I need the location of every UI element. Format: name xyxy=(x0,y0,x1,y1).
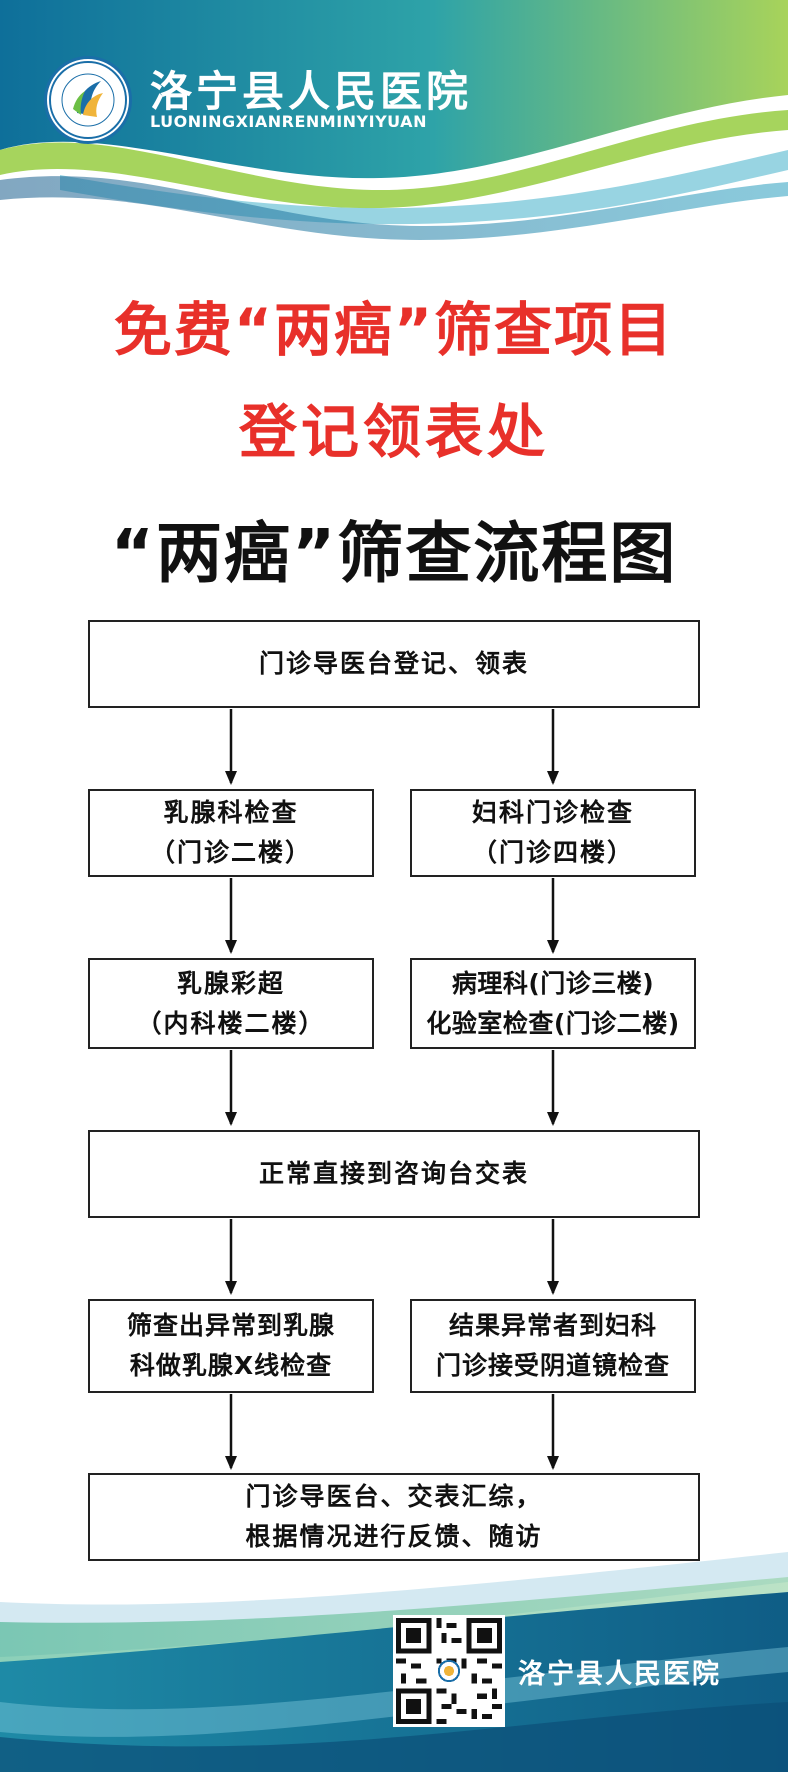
step-mammography-box: 筛查出异常到乳腺 科做乳腺X线检查 xyxy=(88,1299,374,1393)
step-mammography-line1: 筛查出异常到乳腺 xyxy=(126,1311,335,1340)
header-background xyxy=(0,0,788,240)
hospital-pinyin: LUONINGXIANRENMINYIYUAN xyxy=(150,112,427,131)
arrow-head xyxy=(225,771,237,785)
hospital-name: 洛宁县人民医院 xyxy=(150,67,473,116)
footer-hospital-name: 洛宁县人民医院 xyxy=(518,1659,721,1690)
main-title-line1: 免费“两癌”筛查项目 xyxy=(113,296,675,364)
step-gyn-exam-box: 妇科门诊检查 （门诊四楼） xyxy=(410,789,696,877)
step-followup-line1: 门诊导医台、交表汇综， xyxy=(245,1482,543,1511)
step-breast-exam-line2: （门诊二楼） xyxy=(149,838,312,867)
hospital-logo-icon xyxy=(44,56,132,144)
step-pathology-line2: 化验室检查(门诊二楼) xyxy=(426,1008,680,1038)
arrow-head xyxy=(547,940,559,954)
step-pathology-box: 病理科(门诊三楼) 化验室检查(门诊二楼) xyxy=(410,958,696,1049)
step-breast-exam-box: 乳腺科检查 （门诊二楼） xyxy=(88,789,374,877)
step-submit-form-text: 正常直接到咨询台交表 xyxy=(258,1159,529,1188)
main-title-line2: 登记领表处 xyxy=(238,398,549,466)
step-gyn-exam-line1: 妇科门诊检查 xyxy=(471,798,634,827)
arrow-head xyxy=(547,771,559,785)
arrow-head xyxy=(225,1456,237,1470)
step-colposcopy-box: 结果异常者到妇科 门诊接受阴道镜检查 xyxy=(410,1299,696,1393)
step-colposcopy-line2: 门诊接受阴道镜检查 xyxy=(435,1351,670,1380)
step-breast-ultrasound-line2: （内科楼二楼） xyxy=(136,1008,326,1038)
step-breast-ultrasound-box: 乳腺彩超 （内科楼二楼） xyxy=(88,958,374,1049)
step-followup-line2: 根据情况进行反馈、随访 xyxy=(245,1522,543,1551)
arrow-head xyxy=(225,1112,237,1126)
step-pathology-line1: 病理科(门诊三楼) xyxy=(451,968,655,998)
arrow-head xyxy=(225,1281,237,1295)
arrow-head xyxy=(547,1456,559,1470)
step-followup-box: 门诊导医台、交表汇综， 根据情况进行反馈、随访 xyxy=(88,1473,700,1561)
arrow-head xyxy=(547,1281,559,1295)
flowchart-title: “两癌”筛查流程图 xyxy=(110,515,678,592)
step-gyn-exam-line2: （门诊四楼） xyxy=(471,838,634,867)
step-register-box: 门诊导医台登记、领表 xyxy=(88,620,700,708)
arrow-head xyxy=(225,940,237,954)
step-mammography-line2: 科做乳腺X线检查 xyxy=(129,1351,333,1380)
step-breast-exam-line1: 乳腺科检查 xyxy=(163,798,299,827)
step-colposcopy-line1: 结果异常者到妇科 xyxy=(448,1311,657,1340)
qr-code-icon xyxy=(393,1615,505,1727)
arrow-head xyxy=(547,1112,559,1126)
step-register-text: 门诊导医台登记、领表 xyxy=(258,649,529,678)
step-breast-ultrasound-line1: 乳腺彩超 xyxy=(176,968,285,998)
step-submit-form-box: 正常直接到咨询台交表 xyxy=(88,1130,700,1218)
